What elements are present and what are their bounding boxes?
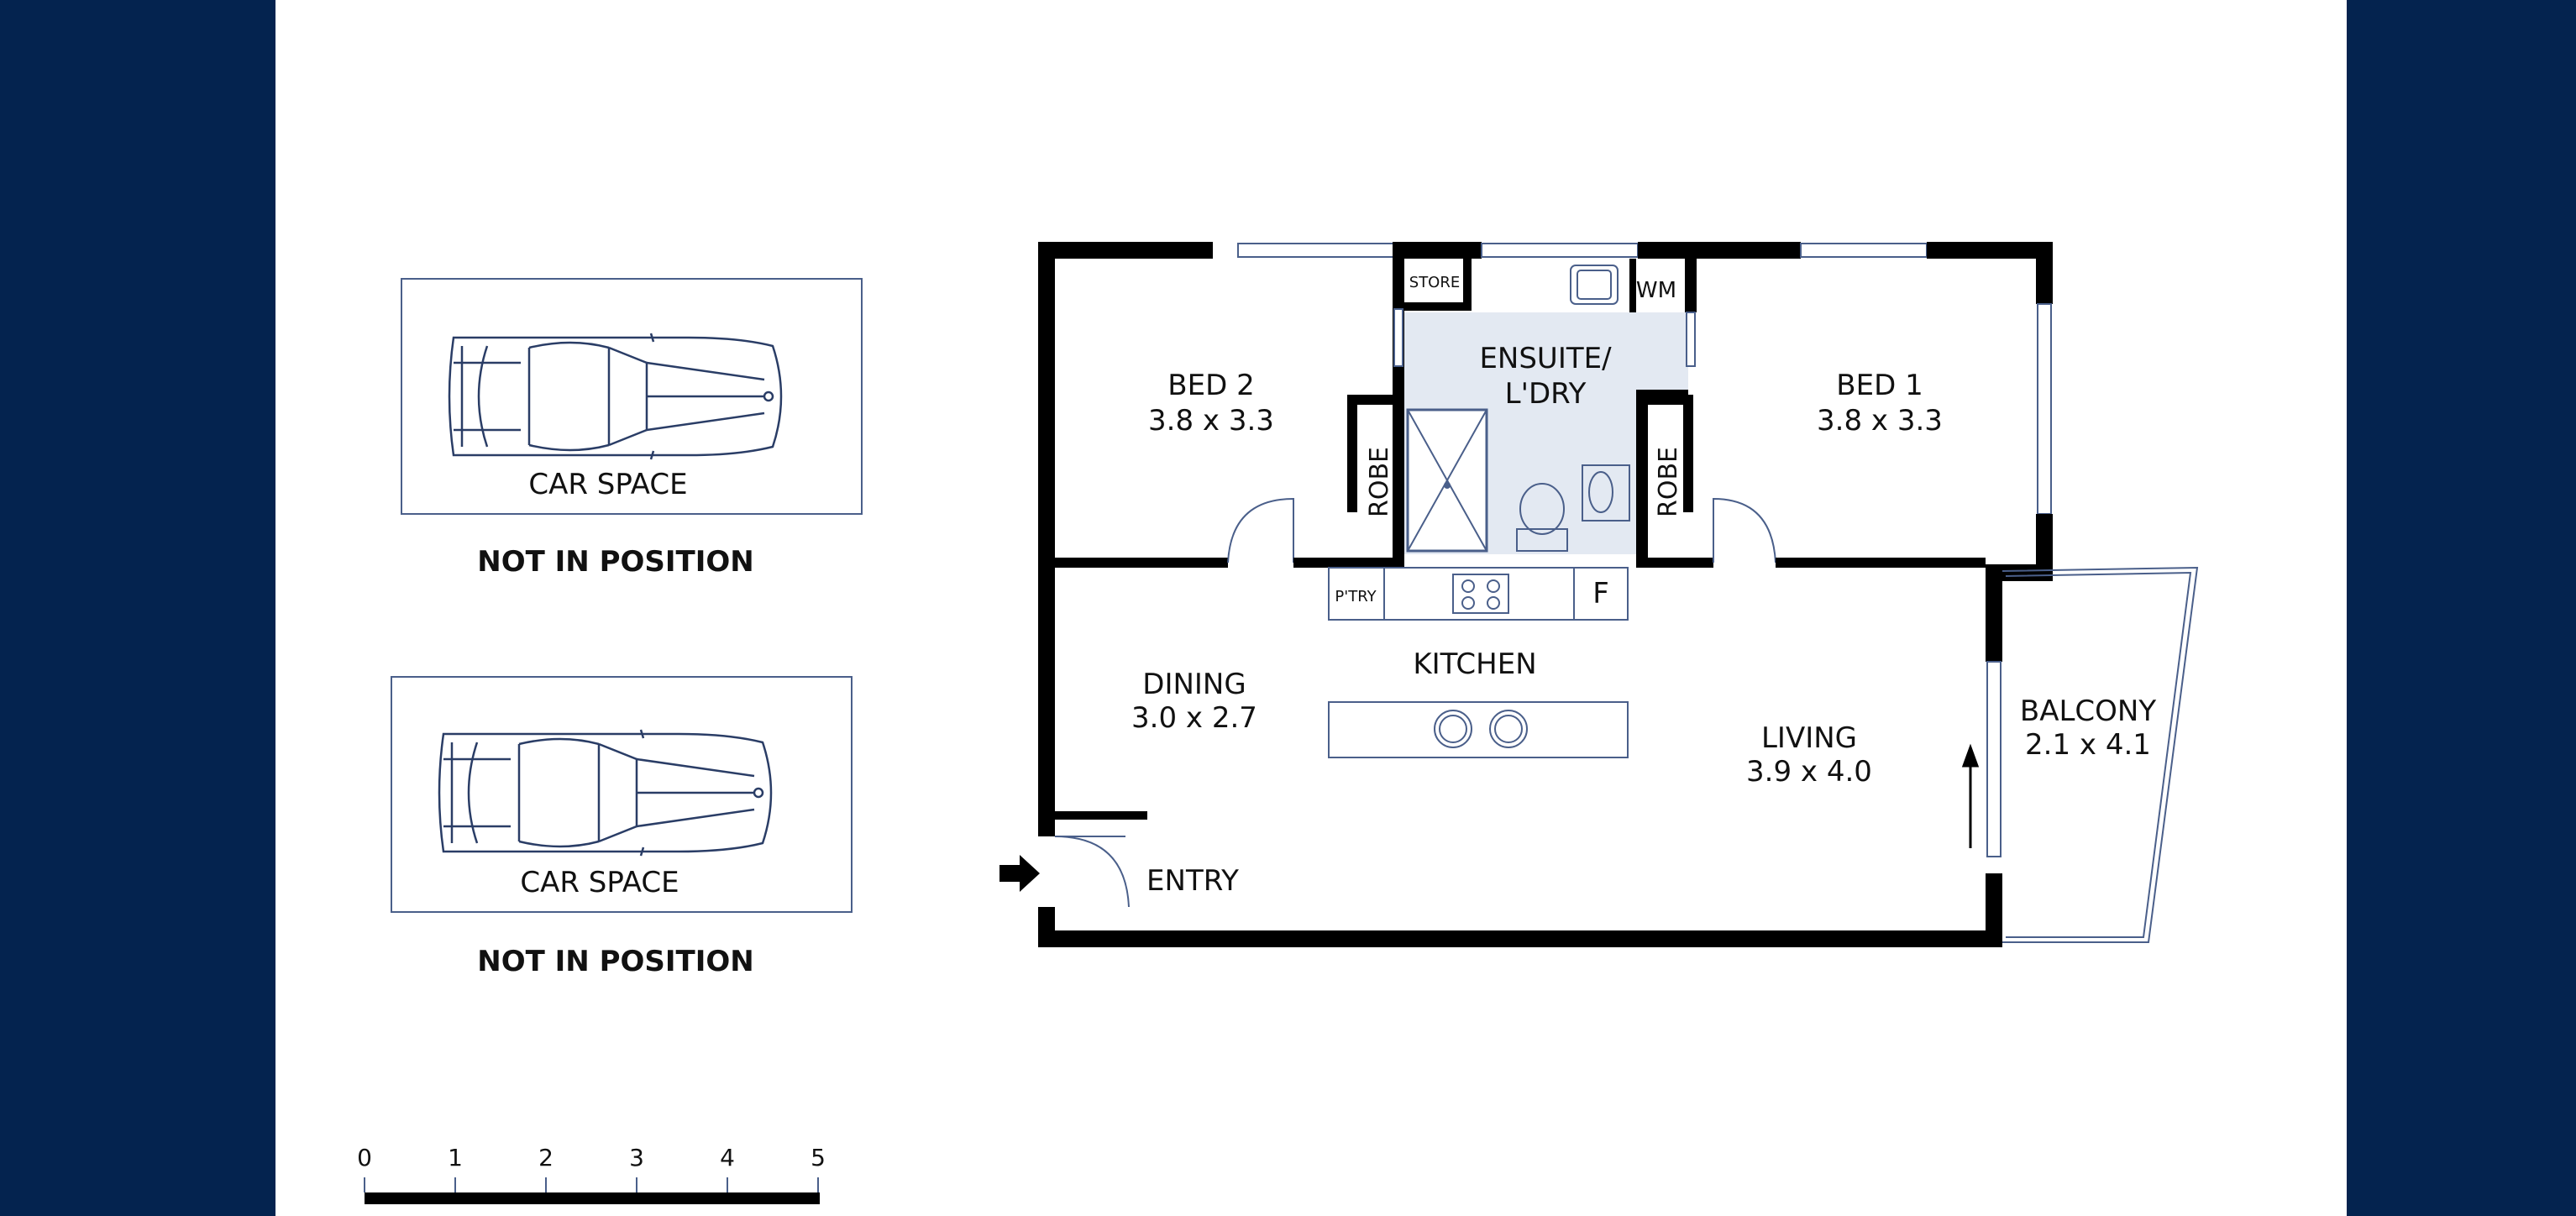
- kitchen-label: KITCHEN: [1413, 647, 1536, 681]
- window-bed2: [1237, 243, 1395, 258]
- car-space-2-outline: [391, 676, 853, 913]
- fridge-space: [1573, 567, 1629, 621]
- robe-right-label: ROBE: [1654, 447, 1683, 517]
- bed2-name: BED 2: [1167, 369, 1254, 402]
- wall-ensuite-east-upper: [1685, 242, 1697, 312]
- ensuite-label-1: ENSUITE/: [1479, 342, 1612, 375]
- pantry-label: P'TRY: [1335, 588, 1377, 605]
- wall-bed1-south-1: [1638, 558, 1713, 568]
- wm-label: WM: [1636, 278, 1676, 303]
- wall-north-1: [1038, 242, 1213, 259]
- robe-right-top: [1638, 395, 1693, 405]
- balcony-outline-inner: [2005, 571, 2192, 938]
- entry-arrow-icon: [999, 855, 1040, 892]
- bed1-door-swing: [1713, 497, 1776, 563]
- wall-east-lower: [2036, 514, 2053, 571]
- entry-gap: [1036, 836, 1057, 907]
- entry-door-swing: [1054, 836, 1130, 908]
- wall-entry-stub: [1038, 811, 1147, 820]
- dining-name: DINING: [1142, 668, 1246, 701]
- ensuite-floor-upper: [1401, 312, 1688, 390]
- sink-1-icon: [1434, 710, 1472, 748]
- bed2-size: 3.8 x 3.3: [1148, 404, 1274, 438]
- sliding-arrow-icon: [1961, 743, 1980, 848]
- wall-ensuite-east-lower: [1636, 390, 1648, 568]
- scale-label-0: 0: [357, 1144, 372, 1171]
- car-space-1-note: NOT IN POSITION: [477, 545, 754, 579]
- wall-south: [1038, 930, 2001, 947]
- wall-west: [1038, 242, 1055, 947]
- sink-2-icon: [1489, 710, 1528, 748]
- scale-label-2: 2: [538, 1144, 553, 1171]
- store-wall-side: [1463, 259, 1472, 311]
- wall-north-4: [1927, 242, 2053, 259]
- robe-right-side: [1683, 395, 1693, 512]
- window-ensuite: [1481, 243, 1639, 258]
- balcony-name: BALCONY: [2020, 694, 2156, 728]
- toilet-cistern: [1516, 528, 1568, 552]
- toilet-bowl-icon: [1519, 483, 1565, 535]
- robe-left-label: ROBE: [1365, 447, 1394, 517]
- wall-bed2-south-1: [1055, 558, 1228, 568]
- wall-ensuite-corner: [1636, 390, 1688, 398]
- window-bed1-east: [2037, 303, 2052, 515]
- wall-living-east-lower: [1986, 873, 2002, 947]
- car-space-2: CAR SPACE NOT IN POSITION: [391, 676, 853, 978]
- wall-north-3: [1638, 242, 1801, 259]
- wall-bed2-south-2: [1293, 558, 1403, 568]
- shower-fall-lines: [1407, 409, 1487, 552]
- scale-bar: 0 1 2 3 4 5: [357, 1144, 826, 1204]
- laundry-trough-basin: [1577, 270, 1612, 300]
- scale-label-5: 5: [811, 1144, 826, 1171]
- door-ensuite-west: [1393, 308, 1403, 367]
- wall-east-upper: [2036, 242, 2053, 304]
- shower-drain-icon: [1444, 482, 1451, 489]
- scale-label-4: 4: [720, 1144, 735, 1171]
- living-name: LIVING: [1761, 721, 1857, 755]
- wall-north-2: [1394, 242, 1482, 259]
- bed1-name: BED 1: [1836, 369, 1923, 402]
- entry-label: ENTRY: [1146, 864, 1239, 898]
- cooktop-icon: [1452, 574, 1509, 614]
- car-space-1-outline: [401, 278, 863, 515]
- sliding-door-balcony: [1986, 661, 2002, 857]
- vanity: [1582, 464, 1630, 522]
- car-space-1-label: CAR SPACE: [528, 468, 687, 501]
- car-space-2-note: NOT IN POSITION: [477, 945, 754, 978]
- balcony-outline: [2002, 566, 2199, 943]
- laundry-trough: [1570, 265, 1619, 305]
- store-label: STORE: [1409, 274, 1460, 291]
- car-space-2-label: CAR SPACE: [520, 866, 679, 899]
- scale-bar-line: [365, 1192, 820, 1204]
- door-ensuite-east: [1686, 312, 1696, 367]
- kitchen-island: [1328, 701, 1629, 758]
- scale-label-3: 3: [629, 1144, 644, 1171]
- balcony-size: 2.1 x 4.1: [2025, 728, 2151, 762]
- fridge-label: F: [1592, 577, 1609, 611]
- living-size: 3.9 x 4.0: [1746, 755, 1872, 789]
- store-wall: [1404, 302, 1472, 311]
- scale-label-1: 1: [448, 1144, 463, 1171]
- bed2-door-swing: [1227, 497, 1294, 563]
- car-2-icon: [438, 729, 773, 857]
- wm-divider: [1629, 259, 1636, 312]
- wall-living-east-upper: [1986, 564, 2002, 662]
- robe-left-side: [1347, 395, 1357, 512]
- basin-icon: [1588, 471, 1613, 513]
- car-space-1: CAR SPACE NOT IN POSITION: [401, 278, 863, 579]
- ensuite-label-2: L'DRY: [1505, 377, 1587, 411]
- robe-left-top: [1347, 395, 1403, 405]
- wall-bed1-south-2: [1776, 558, 1986, 568]
- window-bed1: [1800, 243, 1928, 258]
- bed1-size: 3.8 x 3.3: [1817, 404, 1943, 438]
- car-1-icon: [448, 333, 783, 460]
- dining-size: 3.0 x 2.7: [1131, 701, 1257, 735]
- apartment-plan: STORE WM ROBE ROBE P'TRY: [999, 242, 2199, 947]
